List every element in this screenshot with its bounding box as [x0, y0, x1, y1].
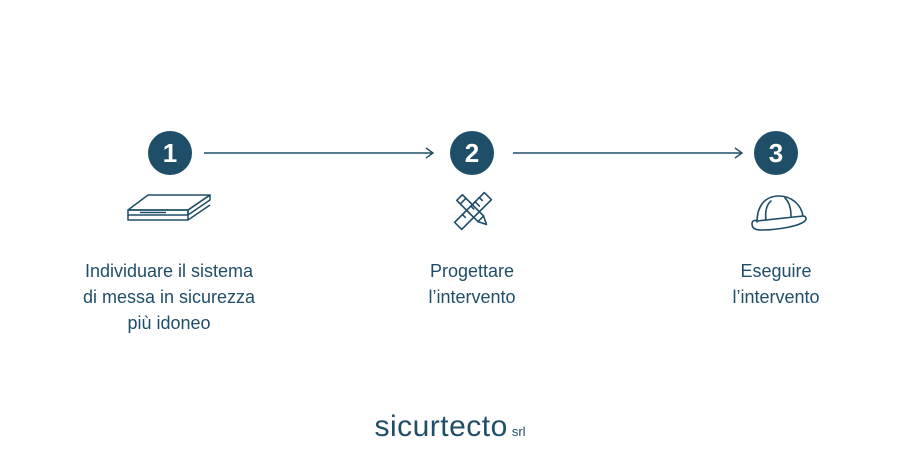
brand-name: sicurtecto [374, 410, 508, 443]
step-3-label-line: l’intervento [732, 287, 820, 307]
brand-suffix: srl [511, 424, 526, 439]
step-1-label-line: Individuare il sistema [84, 261, 254, 281]
step-2-label-line: Progettare [429, 261, 515, 281]
step-3-label: Eseguire l’intervento [646, 258, 900, 310]
arrow-step-2-to-3 [513, 147, 744, 159]
step-2-number: 2 [450, 131, 494, 175]
ruler-pencil-icon [453, 191, 493, 231]
step-3-number: 3 [754, 131, 798, 175]
step-2-label: Progettare l’intervento [342, 258, 602, 310]
step-1-label-line: più idoneo [127, 313, 211, 333]
hard-hat-icon [751, 195, 807, 231]
step-1-number: 1 [148, 131, 192, 175]
step-2-label-line: l’intervento [428, 287, 516, 307]
step-3-label-line: Eseguire [740, 261, 812, 281]
arrow-step-1-to-2 [204, 147, 435, 159]
step-1-label: Individuare il sistema di messa in sicur… [39, 258, 299, 336]
panel-layers-icon [127, 194, 211, 221]
step-1-label-line: di messa in sicurezza [82, 287, 256, 307]
